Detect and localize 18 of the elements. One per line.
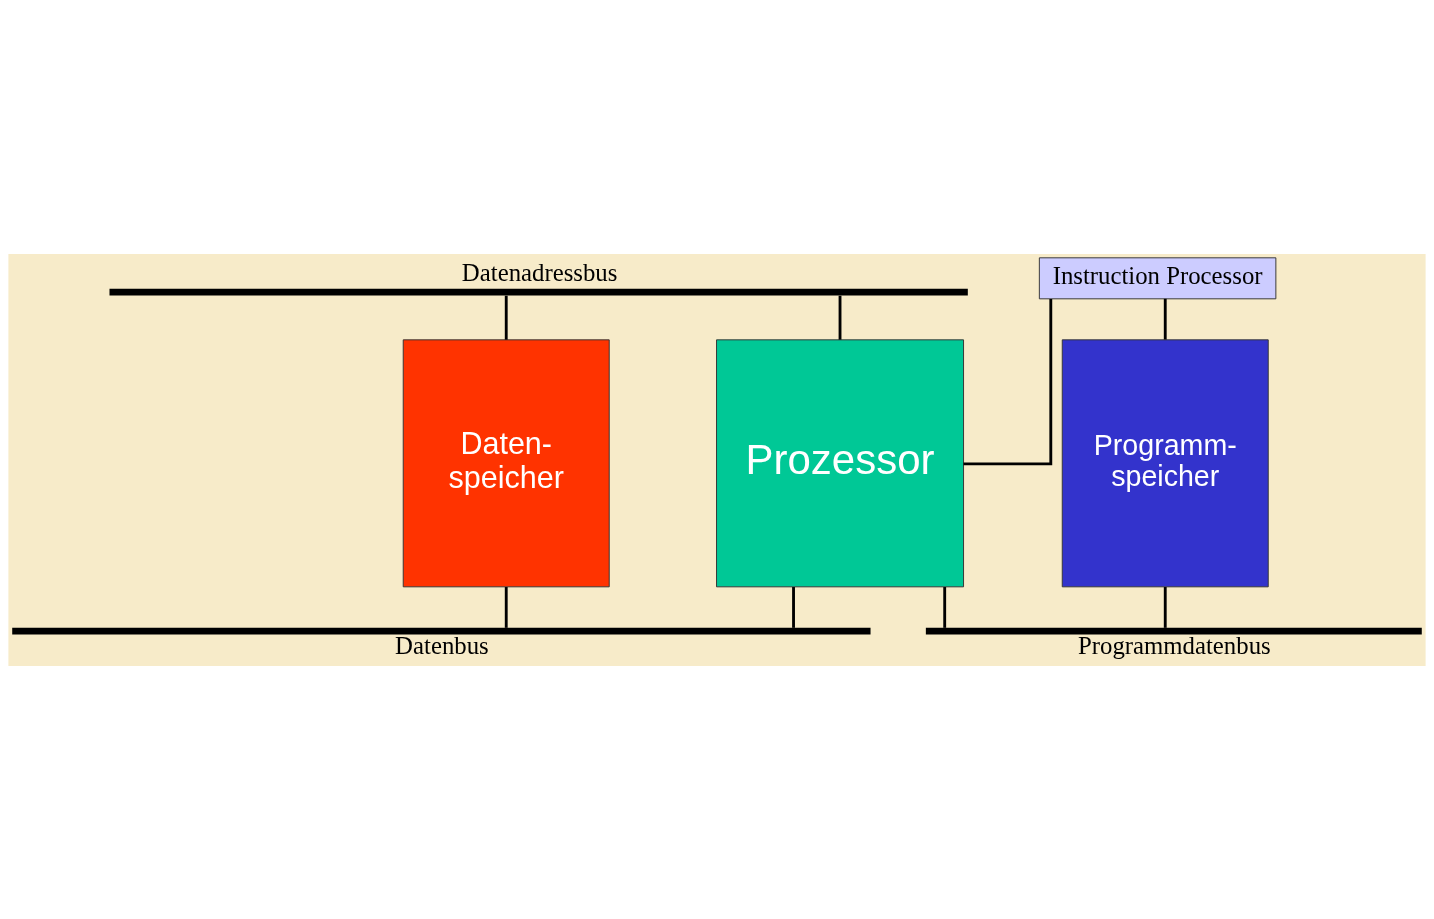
node-box: Daten- speicher [402,338,610,587]
node-label: Programmdatenbus [1077,631,1271,659]
node-box [109,288,968,295]
connector [963,298,1053,465]
connector [1163,586,1167,628]
node-box [925,627,1422,635]
connector [504,586,508,628]
connector [838,295,842,340]
node-box: Prozessor [716,338,964,587]
connector [792,586,795,628]
connector [504,295,508,340]
node-label: Datenadressbus [461,258,618,286]
node-box: Instruction Processor [1038,256,1277,299]
connector [943,586,947,628]
node-label: Datenbus [395,631,489,659]
node-box: Programm- speicher [1061,338,1269,587]
connector [1163,298,1167,339]
node-box [12,627,871,635]
